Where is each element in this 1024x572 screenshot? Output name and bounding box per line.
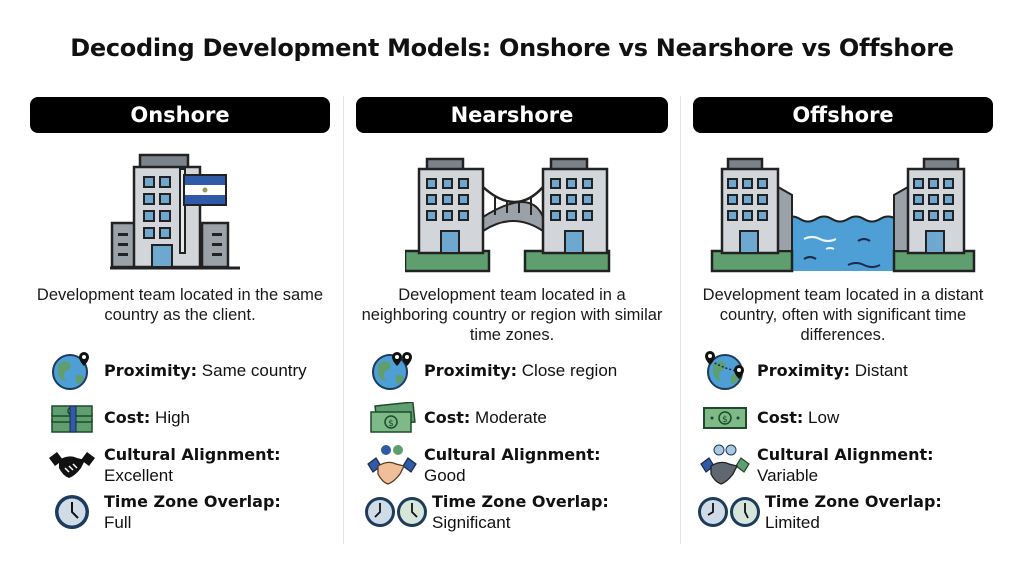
two-bills-icon: $ [370, 401, 416, 433]
single-bill-icon: $ [703, 406, 747, 429]
header-nearshore: Nearshore [356, 97, 668, 133]
page-title: Decoding Development Models: Onshore vs … [70, 34, 954, 62]
globe-two-pins-icon [372, 351, 412, 390]
attribute-cultural-alignment: Cultural Alignment:Variable [697, 441, 942, 488]
handshake-people-icon [700, 444, 750, 485]
handshake-people-icon [367, 444, 417, 485]
offshore-attributes: Proximity: Distant $ Cost: Low Cultural … [697, 347, 942, 535]
nearshore-description: Development team located in a neighborin… [361, 286, 663, 344]
column-nearshore: Nearshore [356, 97, 668, 552]
attribute-cultural-alignment: Cultural Alignment:Excellent [44, 441, 307, 488]
attribute-cultural-alignment: Cultural Alignment:Good [364, 441, 617, 488]
buildings-water-icon [710, 157, 976, 273]
globe-route-icon [705, 350, 744, 390]
attribute-time-zone-overlap: Time Zone Overlap:Significant [364, 488, 617, 535]
onshore-attributes: Proximity: Same country Cost: High Cultu… [44, 347, 307, 535]
handshake-icon [49, 451, 95, 478]
attribute-proximity: Proximity: Same country [44, 347, 307, 394]
onshore-illustration [30, 133, 330, 273]
header-offshore: Offshore [693, 97, 993, 133]
attribute-cost: Cost: High [44, 394, 307, 441]
svg-text:$: $ [388, 419, 394, 429]
attribute-cost: $ Cost: Low [697, 394, 942, 441]
attribute-proximity: Proximity: Close region [364, 347, 617, 394]
attribute-cost: $ Cost: Moderate [364, 394, 617, 441]
clock-icon [55, 494, 89, 529]
column-onshore: Onshore Development team located in the [30, 97, 330, 552]
offshore-description: Development team located in a distant co… [702, 286, 984, 344]
two-clocks-icon [365, 496, 427, 527]
building-flag-icon [110, 153, 240, 270]
nearshore-illustration [356, 133, 668, 273]
attribute-proximity: Proximity: Distant [697, 347, 942, 394]
offshore-illustration [693, 133, 993, 273]
two-clocks-icon [698, 496, 760, 527]
nearshore-attributes: Proximity: Close region $ Cost: Moderate… [364, 347, 617, 535]
attribute-time-zone-overlap: Time Zone Overlap:Full [44, 488, 307, 535]
header-onshore: Onshore [30, 97, 330, 133]
column-offshore: Offshore [693, 97, 993, 552]
buildings-bridge-icon [405, 157, 611, 273]
onshore-description: Development team located in the same cou… [36, 286, 324, 324]
column-divider [680, 96, 681, 544]
attribute-time-zone-overlap: Time Zone Overlap:Limited [697, 488, 942, 535]
column-divider [343, 96, 344, 544]
money-stack-icon [51, 404, 93, 433]
globe-pin-icon [52, 351, 89, 390]
svg-text:$: $ [722, 415, 728, 425]
